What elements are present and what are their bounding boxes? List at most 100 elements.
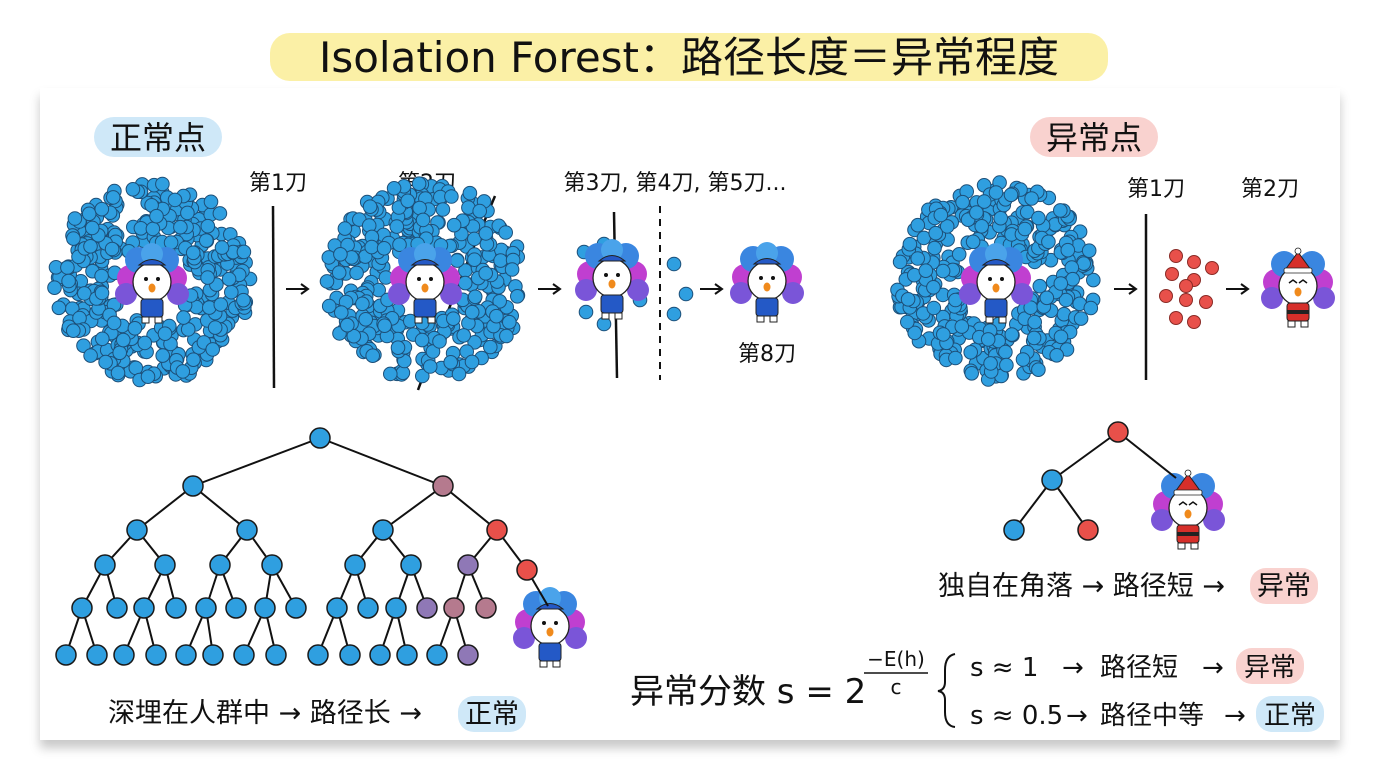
data-point [199,233,214,248]
data-point [1165,267,1179,281]
tree-node [396,644,418,666]
data-point [207,320,223,335]
tree-edge [442,485,498,531]
data-point [1169,249,1183,263]
data-point [157,326,173,342]
data-point [1049,348,1064,363]
tree-node [254,597,276,619]
data-point [95,331,110,347]
tree-edge [1117,431,1177,479]
data-point [965,234,981,250]
data-point [1032,278,1048,294]
data-point [81,206,97,222]
tree-node [475,597,497,619]
data-point [1187,255,1201,269]
data-point [443,355,459,370]
arrow-icon [1226,283,1250,295]
normal-cut8-label: 第8刀 [738,342,796,367]
data-point [66,323,81,339]
data-point [128,360,144,376]
data-point [976,194,992,209]
data-point [502,314,517,330]
tree-node [209,554,231,576]
data-point [145,221,161,237]
data-point [212,206,228,221]
data-point [926,300,942,316]
data-point [213,297,229,312]
data-point [993,210,1009,226]
normal-point-mascot [114,242,190,324]
tree-edge [192,485,248,531]
data-point [411,176,427,191]
data-point [1024,191,1039,206]
data-point [155,348,170,363]
anomaly-leaf-mascot [1150,469,1226,550]
tree-node [309,427,331,449]
data-point [94,285,110,301]
data-point [666,256,682,272]
tree-node [1107,421,1129,443]
data-point [983,356,998,371]
data-point [365,348,381,364]
tree-node [86,644,108,666]
data-point [478,266,494,281]
data-point [110,365,126,381]
tree-node [106,597,128,619]
tree-node [400,554,422,576]
normal-tag-bg [458,696,526,732]
data-point [94,201,110,217]
data-point [988,185,1004,200]
tree-node [233,644,255,666]
data-point [980,332,996,347]
tree-node [344,554,366,576]
data-point [902,236,918,252]
case2-tag-bg [1256,696,1324,732]
tree-node [126,519,148,541]
diagram-card [40,88,1340,740]
data-point [83,239,98,254]
tree-node [133,597,155,619]
data-point [1004,327,1020,342]
data-point [200,270,215,285]
data-point [1017,221,1033,237]
data-point [205,342,220,357]
formula-brace [937,653,956,728]
tree-node [175,644,197,666]
tree-node [372,519,394,541]
data-point [175,364,191,379]
tree-node [339,644,361,666]
normal-leaf-mascot [512,586,588,668]
step-arrows [286,283,1250,295]
data-point [1086,272,1101,288]
data-point [467,289,483,305]
anomaly-cloud-full [890,175,1101,387]
data-point [221,271,237,287]
arrow-icon [700,283,724,295]
normal-section-badge: 正常点 [110,119,206,157]
data-point [203,194,219,210]
data-point [446,217,462,233]
data-point [963,345,979,360]
formula-case1-tag: 异常 [1244,653,1296,683]
tree-node [154,554,176,576]
data-point [51,300,67,316]
data-point [955,194,970,210]
data-point [499,328,514,344]
data-point [83,348,98,363]
data-point [186,352,201,368]
normal-point-mascot [729,241,805,323]
tree-node [307,644,329,666]
tree-node [182,475,204,497]
data-point [1053,203,1068,218]
normal-badge-bg [94,117,222,157]
data-point [1053,276,1069,291]
data-point [1053,329,1069,345]
formula-exponent-denominator: c [891,675,902,699]
data-point [389,219,405,234]
point-clouds [47,175,1219,388]
data-point [666,306,682,322]
data-point [214,240,230,255]
data-point [200,218,216,234]
data-point [964,366,980,381]
